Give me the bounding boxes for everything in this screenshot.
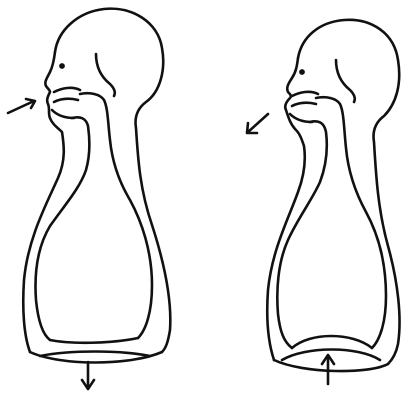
exhale-tongue [290, 114, 312, 122]
arrow-down-icon [82, 362, 94, 389]
inhale-diaphragm [40, 352, 150, 357]
exhale-ear-contour [336, 60, 355, 102]
exhale-airway-back [277, 121, 326, 348]
inhale-lung-base [50, 338, 138, 343]
exhale-figure [267, 20, 399, 371]
inhale-face-profile [23, 52, 64, 352]
exhale-lung-base [292, 336, 372, 348]
inhale-airway-back [36, 117, 90, 340]
inhale-airway-front [80, 93, 152, 338]
arrow-right-icon [8, 99, 35, 113]
exhale-mouth-lower [292, 103, 316, 106]
inhale-mouth-upper [54, 88, 80, 92]
exhale-mouth-upper [292, 92, 318, 96]
inhale-mouth-lower [54, 99, 78, 102]
inhale-eye [60, 64, 65, 69]
inhale-figure [23, 9, 170, 363]
exhale-eye [300, 70, 305, 75]
arrow-left-icon [247, 114, 268, 133]
inhale-tongue [52, 110, 74, 118]
inhale-ear-contour [96, 54, 115, 96]
inhale-head-outline [55, 9, 170, 352]
